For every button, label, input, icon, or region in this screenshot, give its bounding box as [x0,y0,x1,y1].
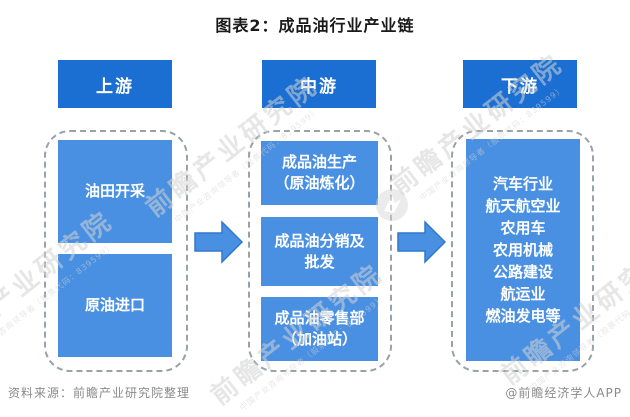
industry-road-construction: 公路建设 [492,263,553,281]
midstream-box-retail: 成品油零售部 （加油站） [261,297,378,361]
arrow-midstream-to-downstream-icon [397,220,447,264]
industry-fuel-power: 燃油发电等 [485,307,561,325]
industry-farm-vehicle: 农用车 [500,219,546,237]
upstream-group [44,130,188,372]
midstream-box-production: 成品油生产 （原油炼化） [261,141,378,205]
industry-automobile: 汽车行业 [492,175,553,193]
header-midstream: 中游 [262,60,376,108]
figure-title: 图表2：成品油行业产业链 [215,16,415,35]
arrow-upstream-to-midstream-icon [194,220,244,264]
industry-aerospace: 航天航空业 [485,197,561,215]
industry-farm-machinery: 农用机械 [492,241,553,259]
brand-note: @前瞻经济学人APP [505,386,622,400]
midstream-box-distribution: 成品油分销及 批发 [261,217,378,286]
downstream-group [451,130,594,372]
upstream-box-oilfield-extraction: 油田开采 [58,140,172,243]
upstream-box-crude-import: 原油进口 [58,254,172,357]
midstream-group [248,130,392,372]
header-downstream: 下游 [463,60,577,108]
header-upstream: 上游 [58,60,172,108]
industry-shipping: 航运业 [500,285,546,303]
source-note: 资料来源：前瞻产业研究院整理 [8,386,191,400]
downstream-box-industries: 汽车行业 航天航空业 农用车 农用机械 公路建设 航运业 燃油发电等 [466,139,580,361]
